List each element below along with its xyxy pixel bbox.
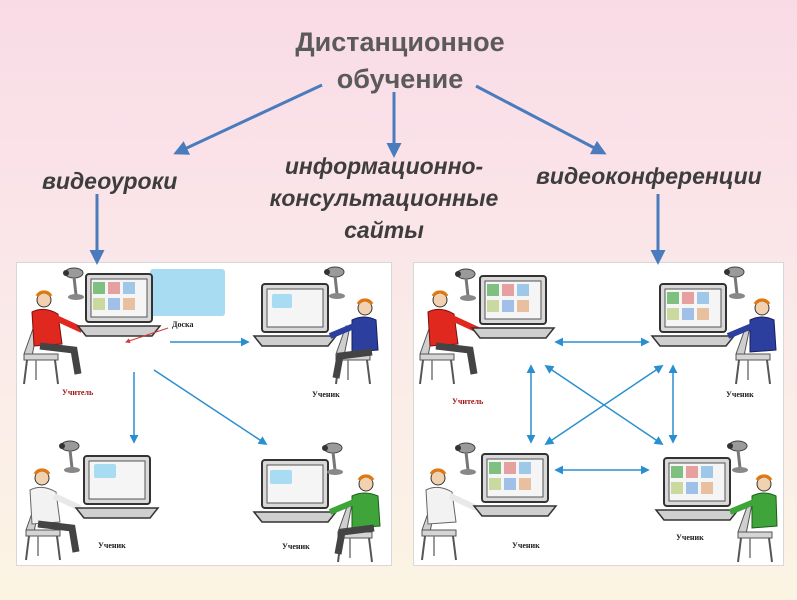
left-teacher-label: Учитель (62, 388, 94, 397)
branch-info-sites-line-2: консультационные (269, 185, 499, 211)
branch-info-sites-line-3: сайты (344, 217, 424, 243)
right-student-label-2: Ученик (512, 541, 540, 550)
conf-student-workstation-blue (651, 265, 777, 385)
left-student-label-3: Ученик (282, 542, 310, 551)
right-teacher-label: Учитель (452, 397, 484, 406)
board-label: Доска (172, 320, 194, 329)
student-workstation-blue (253, 265, 379, 385)
branch-videolessons: видеоуроки (42, 168, 178, 194)
teacher-workstation (23, 266, 161, 385)
left-student-label-1: Ученик (312, 390, 340, 399)
title-line-1: Дистанционное (295, 27, 505, 57)
student-workstation-white (25, 439, 159, 561)
branch-info-sites: информационно- консультационные сайты (248, 150, 520, 246)
branch-info-sites-line-1: информационно- (284, 153, 484, 179)
title-line-2: обучение (336, 64, 464, 94)
conf-student-workstation-white (421, 441, 557, 561)
right-student-label-3: Ученик (676, 533, 704, 542)
branch-videoconferences: видеоконференции (536, 163, 762, 189)
conf-teacher-workstation (419, 267, 555, 385)
whiteboard-block (150, 269, 225, 316)
left-student-label-2: Ученик (98, 541, 126, 550)
conf-student-workstation-green (655, 439, 778, 563)
diagram-title: Дистанционное обучение (250, 24, 550, 98)
student-workstation-green (253, 441, 381, 563)
right-student-label-1: Ученик (726, 390, 754, 399)
